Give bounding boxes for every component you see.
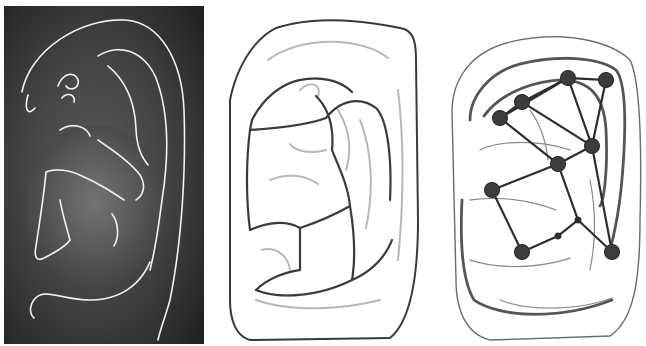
graph-node [515,245,530,260]
graph-node [561,71,576,86]
segmented-ear-line-drawing [230,20,418,340]
edge-detected-ear-photo [4,6,204,344]
graph-junction [575,217,581,223]
photo-concha-shade [25,125,165,285]
graph-node [551,157,566,172]
graph-node [585,139,600,154]
graph-node [605,245,620,260]
graph-node [493,111,508,126]
graph-node [485,183,500,198]
graph-junction [555,233,561,239]
graph-node [599,73,614,88]
ear-graph-model [452,37,641,340]
graph-node [515,95,530,110]
